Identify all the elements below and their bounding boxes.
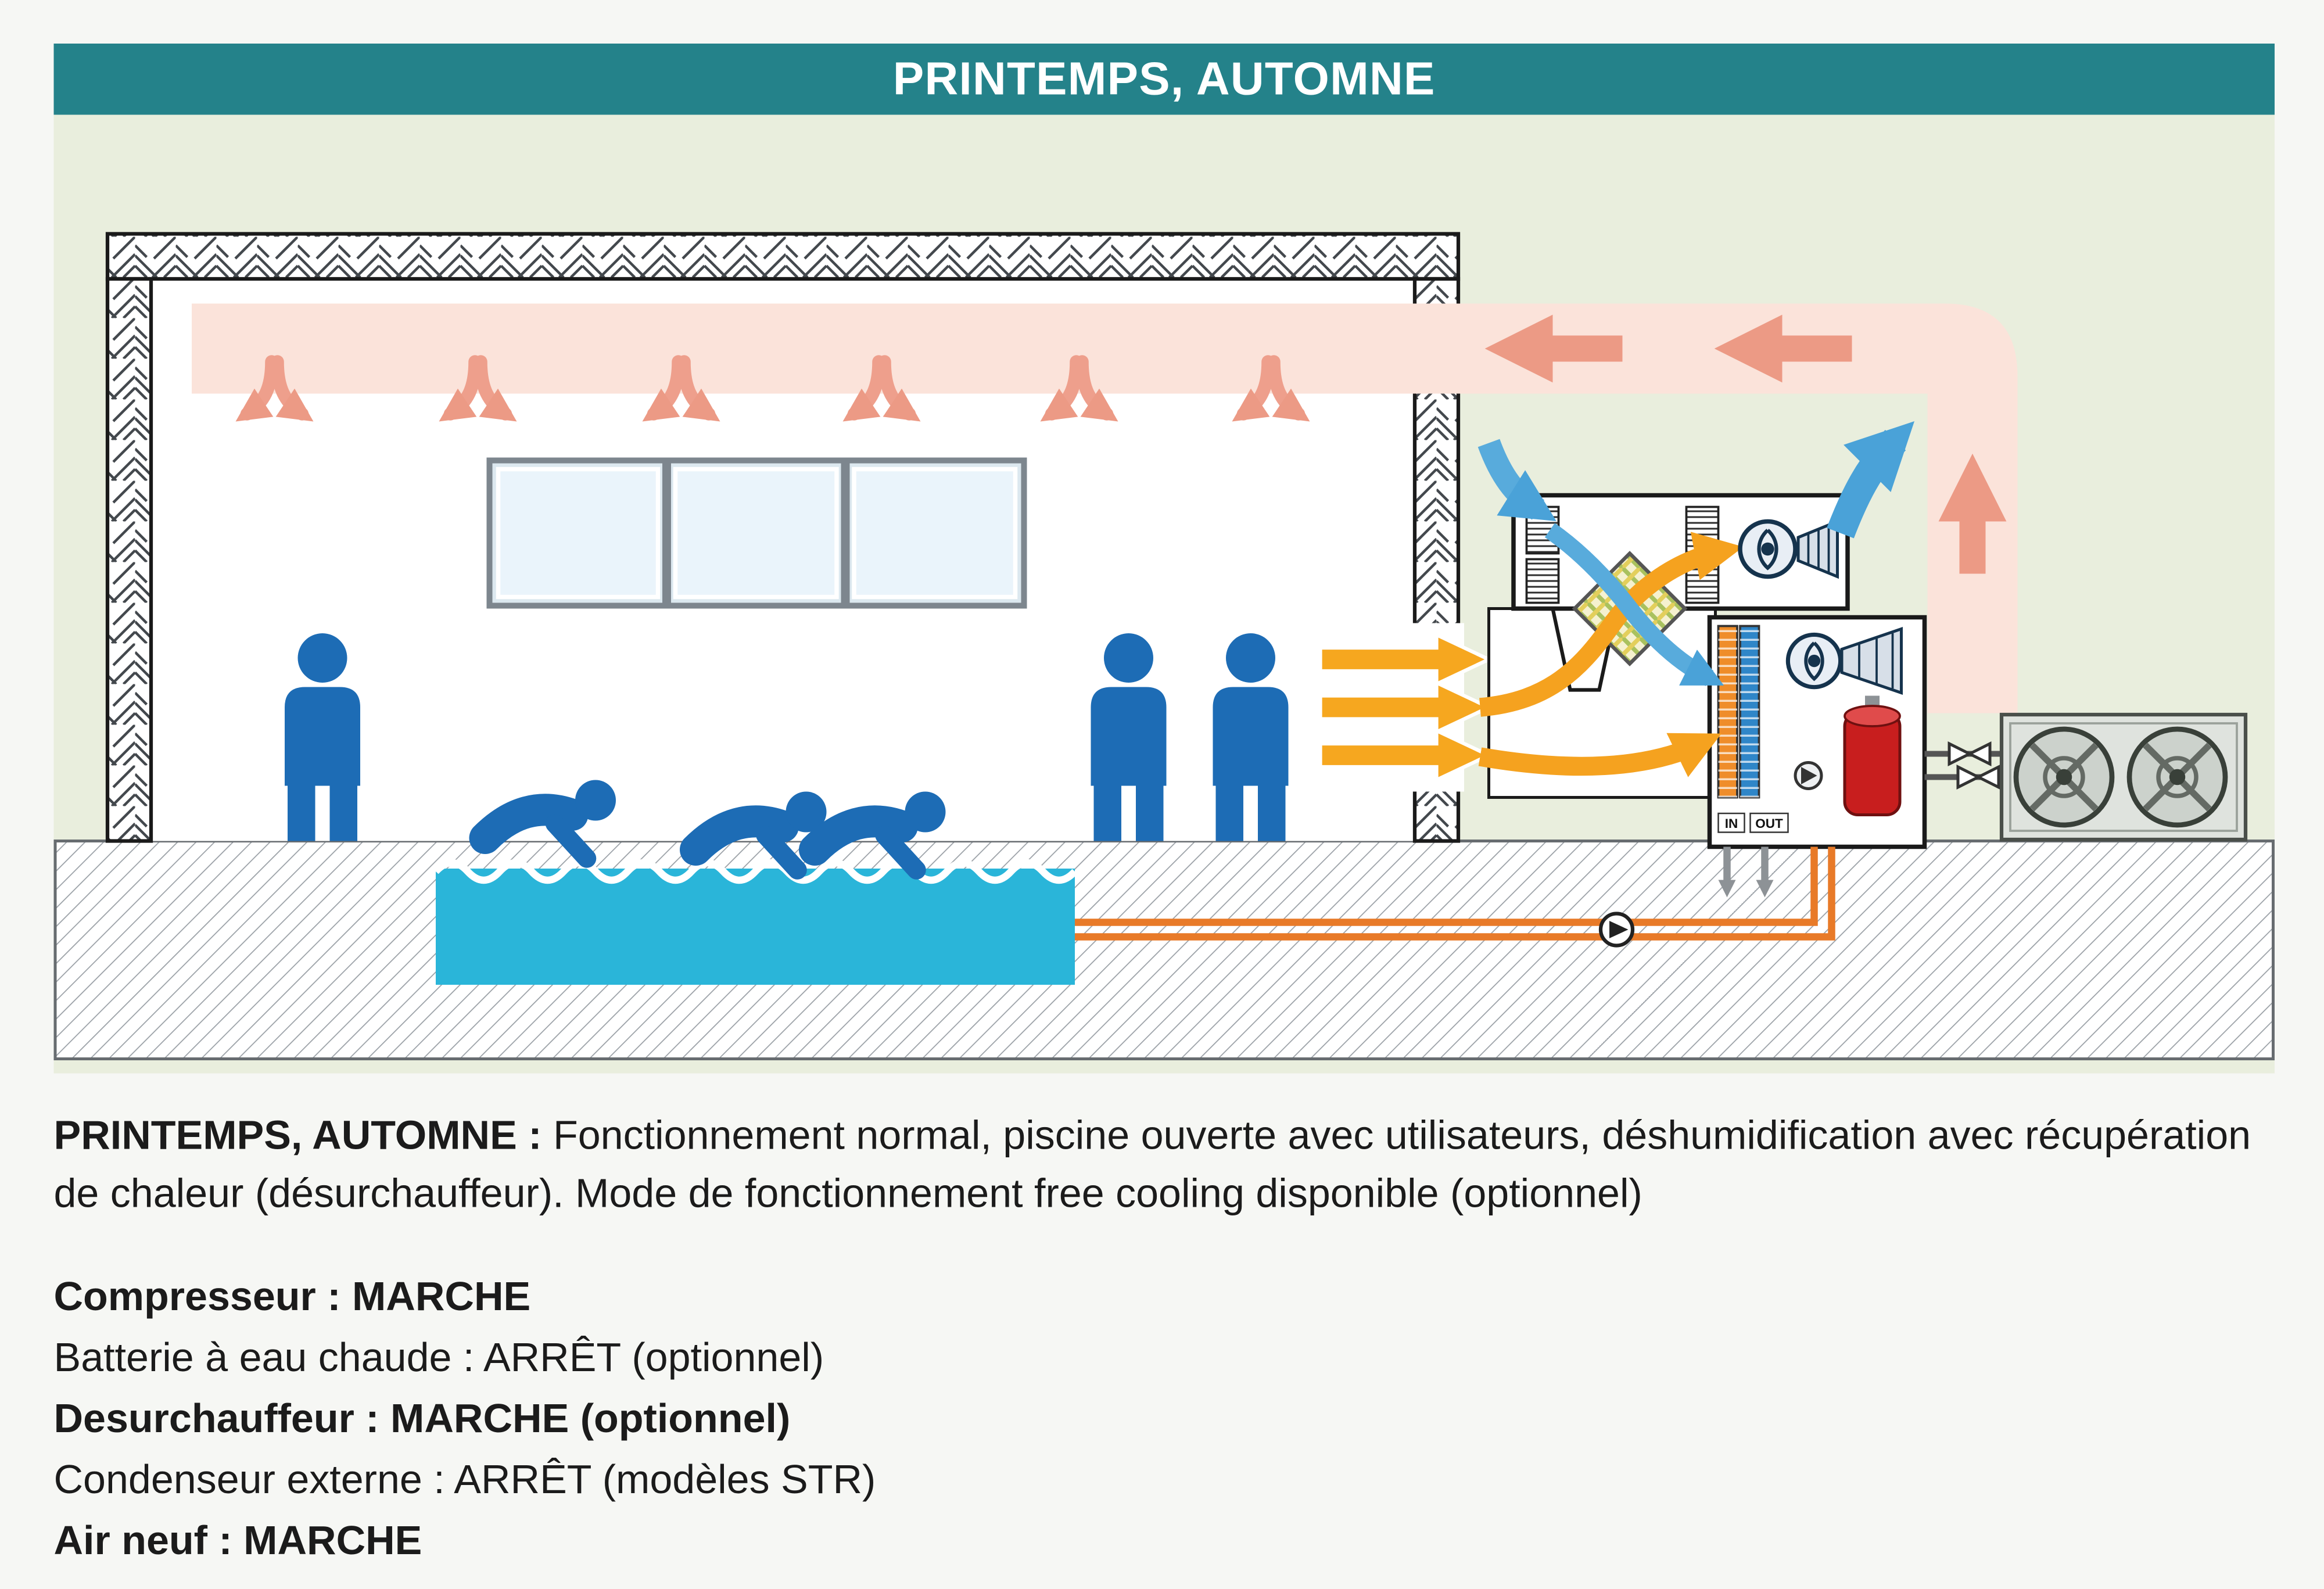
exhaust-fan [1740,522,1839,577]
system-diagram: IN OUT [53,232,2275,1060]
dehumidification-unit: IN OUT [1478,493,1927,898]
caption-text: Fonctionnement normal, piscine ouverte a… [53,1113,2251,1215]
header-bar: PRINTEMPS, AUTOMNE [53,44,2275,115]
coil-stack [1717,625,1760,799]
status-line-air-neuf: Air neuf : MARCHE [53,1517,422,1562]
window-pane [673,467,839,600]
window-pane [852,467,1018,600]
ground [53,840,2275,1060]
compressor [1843,695,1902,816]
exhaust-arrow [1318,727,1493,783]
refrigerant-pump-icon [1794,761,1823,790]
status-list: Compresseur : MARCHE Batterie à eau chau… [54,1266,2256,1571]
pool-water-pipe [1075,846,1835,941]
pool-water-circuit [1075,846,1835,948]
window-pane [496,467,661,600]
water-connections: IN OUT [1717,812,1789,833]
supply-fan [1788,627,1903,695]
supply-air-arrows [247,314,2007,574]
condenser-connection [1924,741,2002,790]
exhaust-air-outlet-arrow [1827,421,1915,539]
pool-water-pipe [1075,846,1818,926]
caption-paragraph: PRINTEMPS, AUTOMNE : Fonctionnement norm… [54,1107,2256,1222]
wall-left [105,277,153,843]
room-exhaust-arrows [1318,632,1493,783]
exhaust-arrow [1318,680,1493,735]
valve-icon [1948,741,1992,767]
status-line-condenseur-externe: Condenseur externe : ARRÊT (modèles STR) [53,1456,876,1501]
pool [433,859,1078,985]
window [486,457,1027,609]
valve-icon [1956,764,2000,790]
caption-label: PRINTEMPS, AUTOMNE : [53,1113,542,1158]
out-label: OUT [1755,816,1783,831]
fresh-air-intake-arrow [1477,439,1556,522]
wall-top [105,232,1461,281]
diagram-panel: IN OUT [53,114,2275,1074]
condenser-fan-icon [2129,729,2225,825]
in-label: IN [1725,816,1738,831]
exhaust-air-flow [1479,532,1744,717]
exhaust-air-flow [1478,733,1722,777]
external-condenser [1999,712,2248,842]
page-title: PRINTEMPS, AUTOMNE [892,52,1436,105]
status-line-batterie-eau-chaude: Batterie à eau chaude : ARRÊT (optionnel… [53,1334,824,1379]
status-line-desurchauffeur: Desurchauffeur : MARCHE (optionnel) [53,1395,791,1440]
fresh-air-flow [1544,523,1724,686]
caption-block: PRINTEMPS, AUTOMNE : Fonctionnement norm… [54,1107,2256,1571]
status-line-compresseur: Compresseur : MARCHE [53,1273,531,1318]
exhaust-arrow [1318,632,1493,687]
filter-icon [1525,558,1560,604]
condenser-fan-icon [2016,729,2112,825]
water-wave-line [433,859,1078,884]
pool-water [436,869,1075,985]
